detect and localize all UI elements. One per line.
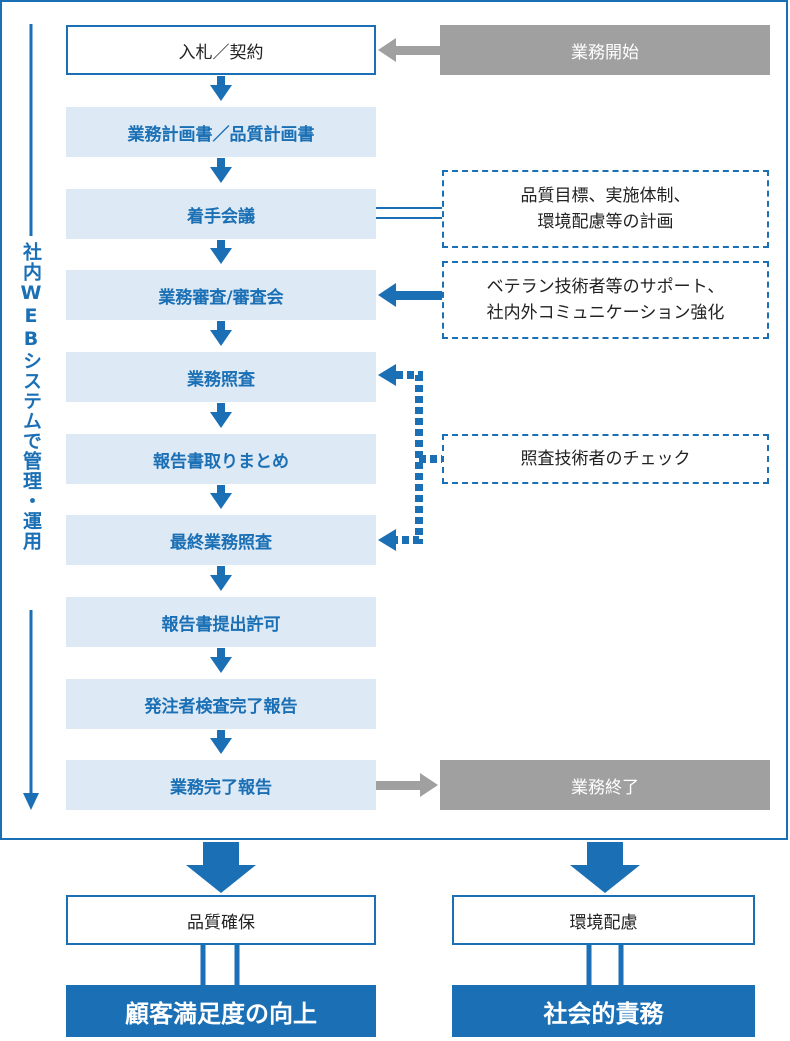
- step-business-check: 業務照査: [66, 352, 376, 402]
- sidebar-arrow-head: [23, 793, 39, 810]
- review-arrow: [378, 283, 442, 307]
- step-final-check: 最終業務照査: [66, 515, 376, 565]
- note-check: 照査技術者のチェック: [442, 434, 769, 484]
- down-arrow-2: [210, 158, 232, 183]
- process-frame: [0, 0, 788, 840]
- outcome-arrows: [186, 842, 640, 893]
- note-review-line1: ベテラン技術者等のサポート、: [486, 277, 725, 297]
- step-client-inspection: 発注者検査完了報告: [66, 679, 376, 729]
- note-check-line1: 照査技術者のチェック: [520, 449, 691, 469]
- outcome-arrow-left: [186, 842, 256, 893]
- check-arrow-top: [378, 364, 396, 386]
- note-kickoff-line2: 環境配慮等の計画: [537, 212, 674, 232]
- result-customer-satisfaction: 顧客満足度の向上: [66, 985, 376, 1037]
- note-review: ベテラン技術者等のサポート、 社内外コミュニケーション強化: [442, 261, 769, 339]
- start-box: 業務開始: [440, 25, 770, 75]
- down-arrow-1: [210, 76, 232, 101]
- down-arrow-7: [210, 566, 232, 591]
- note-kickoff-line1: 品質目標、実施体制、: [520, 186, 691, 206]
- step-down-arrows: [210, 76, 232, 754]
- step-report-summary: 報告書取りまとめ: [66, 434, 376, 484]
- down-arrow-9: [210, 730, 232, 754]
- down-arrow-4: [210, 321, 232, 346]
- end-box: 業務終了: [440, 760, 770, 810]
- outcome-quality: 品質確保: [66, 895, 376, 945]
- note-review-line2: 社内外コミュニケーション強化: [486, 303, 725, 323]
- sidebar-label: 社内WEBシステムで管理・運用: [20, 242, 42, 551]
- down-arrow-8: [210, 648, 232, 673]
- step-completion-report: 業務完了報告: [66, 760, 376, 810]
- down-arrow-6: [210, 485, 232, 509]
- down-arrow-3: [210, 240, 232, 264]
- end-arrow: [376, 773, 438, 797]
- step-report-submit-permission: 報告書提出許可: [66, 597, 376, 647]
- result-social-responsibility: 社会的責務: [452, 985, 755, 1037]
- note-kickoff: 品質目標、実施体制、 環境配慮等の計画: [442, 170, 769, 248]
- step-kickoff-meeting: 着手会議: [66, 189, 376, 239]
- step-business-review: 業務審査/審査会: [66, 270, 376, 320]
- step-business-plan: 業務計画書／品質計画書: [66, 107, 376, 157]
- start-arrow: [378, 38, 440, 62]
- step-bid-contract: 入札／契約: [66, 25, 376, 75]
- check-bracket: [378, 364, 442, 551]
- outcome-arrow-right: [570, 842, 640, 893]
- check-arrow-bottom: [378, 529, 396, 551]
- outcome-environment: 環境配慮: [452, 895, 755, 945]
- down-arrow-5: [210, 403, 232, 428]
- result-connectors: [200, 945, 624, 985]
